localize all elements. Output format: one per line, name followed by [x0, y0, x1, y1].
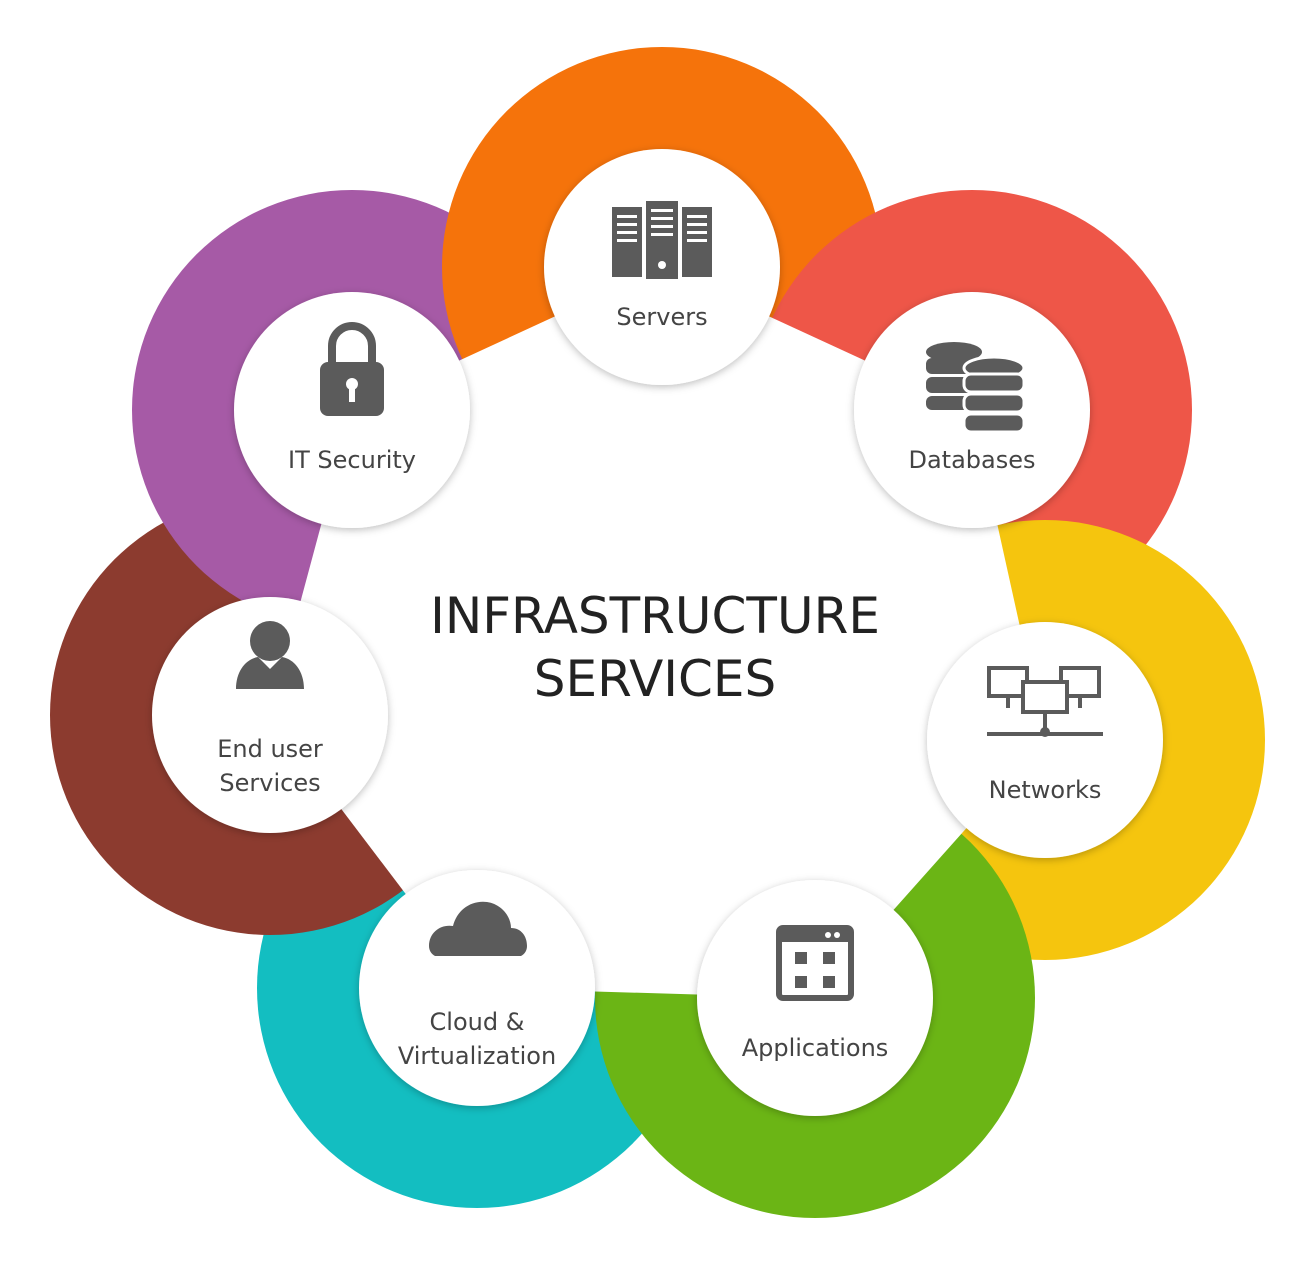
node-label: Virtualization — [398, 1042, 556, 1070]
node-servers: Servers — [544, 149, 780, 385]
user-icon — [236, 621, 304, 689]
network-icon — [987, 666, 1103, 737]
node-label: IT Security — [288, 446, 416, 474]
node-databases: Databases — [854, 292, 1090, 528]
node-networks: Networks — [927, 622, 1163, 858]
node-circle — [359, 870, 595, 1106]
server-rack-icon — [612, 201, 712, 279]
title-line-2: SERVICES — [534, 650, 777, 708]
node-it-security: IT Security — [234, 292, 470, 528]
title-line-1: INFRASTRUCTURE — [430, 587, 880, 645]
node-label: Servers — [616, 303, 707, 331]
node-label: Cloud & — [430, 1008, 525, 1036]
node-circle — [927, 622, 1163, 858]
node-label: Networks — [989, 776, 1102, 804]
node-cloud: Cloud & Virtualization — [359, 870, 595, 1106]
application-window-icon — [776, 925, 854, 1001]
center-area — [270, 267, 1045, 998]
node-label: Applications — [742, 1034, 889, 1062]
node-applications: Applications — [697, 880, 933, 1116]
node-circle — [152, 597, 388, 833]
cloud-icon — [429, 901, 527, 956]
node-label: End user — [217, 735, 323, 763]
database-icon — [926, 342, 1026, 434]
node-label: Databases — [908, 446, 1035, 474]
padlock-icon — [320, 322, 384, 416]
node-label: Services — [219, 769, 320, 797]
